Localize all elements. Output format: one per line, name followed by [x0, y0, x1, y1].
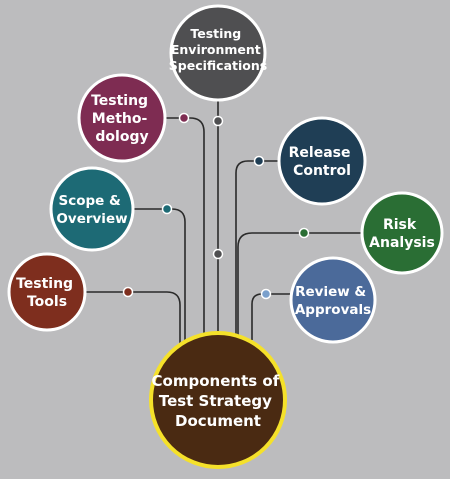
- node-circle-testing-environment-specifications: [169, 4, 267, 102]
- dot-testing-environment-specifications: [212, 115, 224, 127]
- dot-testing-methodology: [178, 112, 190, 124]
- center-node-circle: [149, 331, 287, 469]
- node-label-scope-overview: Scope & Overview: [56, 193, 127, 227]
- node-testing-tools: Testing Tools: [7, 252, 87, 332]
- dot-testing-environment-specifications-lower: [212, 248, 224, 260]
- dot-scope-overview: [161, 203, 173, 215]
- node-label-testing-tools: Testing Tools: [16, 276, 78, 310]
- connector-review-approvals: [251, 293, 294, 340]
- node-label-testing-methodology: Testing Metho- dology: [91, 93, 153, 145]
- connector-dots: [122, 112, 310, 300]
- node-label-testing-environment-specifications: Testing Environment Specifications: [169, 26, 267, 73]
- dot-risk-analysis: [298, 227, 310, 239]
- connector-testing-methodology: [135, 117, 205, 336]
- node-circle-review-approvals: [289, 256, 377, 344]
- node-circle-risk-analysis: [360, 191, 444, 275]
- node-label-review-approvals: Review & Approvals: [295, 284, 371, 318]
- dot-testing-tools: [122, 286, 134, 298]
- connector-testing-tools: [78, 291, 181, 346]
- dot-release-control: [253, 155, 265, 167]
- node-label-risk-analysis: Risk Analysis: [369, 217, 435, 251]
- node-circle-testing-tools: [7, 252, 87, 332]
- node-testing-methodology: Testing Metho- dology: [77, 73, 167, 163]
- node-circle-scope-overview: [49, 166, 135, 252]
- center-node-label: Components of Test Strategy Document: [152, 372, 285, 430]
- node-risk-analysis: Risk Analysis: [360, 191, 444, 275]
- node-testing-environment-specifications: Testing Environment Specifications: [169, 4, 267, 102]
- node-label-release-control: Release Control: [289, 145, 356, 179]
- node-scope-overview: Scope & Overview: [49, 166, 135, 252]
- dot-review-approvals: [260, 288, 272, 300]
- connector-risk-analysis: [237, 232, 362, 336]
- connector-release-control: [235, 160, 282, 336]
- node-circle-release-control: [277, 116, 367, 206]
- node-review-approvals: Review & Approvals: [289, 256, 377, 344]
- node-release-control: Release Control: [277, 116, 367, 206]
- node-circle-testing-methodology: [77, 73, 167, 163]
- center-node: Components of Test Strategy Document: [149, 331, 287, 469]
